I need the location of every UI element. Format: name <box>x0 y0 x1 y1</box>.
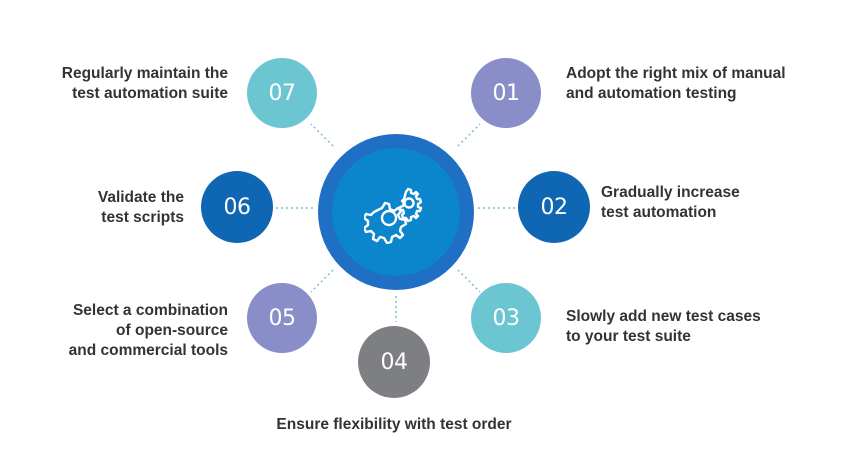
step-02-number: 02 <box>540 194 569 220</box>
step-06-number: 06 <box>223 194 252 220</box>
step-07-label-line: Regularly maintain the <box>61 65 228 82</box>
step-02-label-line: Gradually increase <box>601 184 740 201</box>
step-05-label: Select a combination of open-source and … <box>20 301 228 361</box>
step-06-label-line: Validate the <box>97 189 184 206</box>
hub-inner-circle <box>332 148 460 276</box>
step-06-circle: 06 <box>201 171 273 243</box>
step-02-circle: 02 <box>518 171 590 243</box>
connector-05 <box>310 269 334 293</box>
connector-01 <box>457 123 481 147</box>
step-07-label: Regularly maintain the test automation s… <box>10 64 228 104</box>
step-05-label-line: of open-source <box>116 322 228 339</box>
step-04-label-line: Ensure flexibility with test order <box>276 416 512 433</box>
step-05-label-line: Select a combination <box>72 302 228 319</box>
step-01-label-line: and automation testing <box>566 85 737 102</box>
step-04-number: 04 <box>380 349 409 375</box>
step-03-circle: 03 <box>471 283 541 353</box>
step-01-circle: 01 <box>471 58 541 128</box>
step-01-label: Adopt the right mix of manual and automa… <box>566 64 786 104</box>
step-07-circle: 07 <box>247 58 317 128</box>
step-07-number: 07 <box>268 80 297 106</box>
step-01-number: 01 <box>492 80 521 106</box>
step-03-label-line: to your test suite <box>566 328 691 345</box>
step-03-label-line: Slowly add new test cases <box>566 308 761 325</box>
step-04-circle: 04 <box>358 326 430 398</box>
connector-07 <box>310 123 334 147</box>
step-05-number: 05 <box>268 305 297 331</box>
step-05-label-line: and commercial tools <box>68 342 228 359</box>
step-07-label-line: test automation suite <box>72 85 228 102</box>
step-05-circle: 05 <box>247 283 317 353</box>
step-02-label: Gradually increase test automation <box>601 183 740 223</box>
step-04-label: Ensure flexibility with test order <box>234 415 554 435</box>
step-03-label: Slowly add new test cases to your test s… <box>566 307 761 347</box>
step-01-label-line: Adopt the right mix of manual <box>566 65 786 82</box>
connector-03 <box>457 269 481 293</box>
gears-icon <box>364 187 423 244</box>
step-06-label-line: test scripts <box>101 209 184 226</box>
step-02-label-line: test automation <box>601 204 717 221</box>
step-06-label: Validate the test scripts <box>20 188 184 228</box>
step-03-number: 03 <box>492 305 521 331</box>
